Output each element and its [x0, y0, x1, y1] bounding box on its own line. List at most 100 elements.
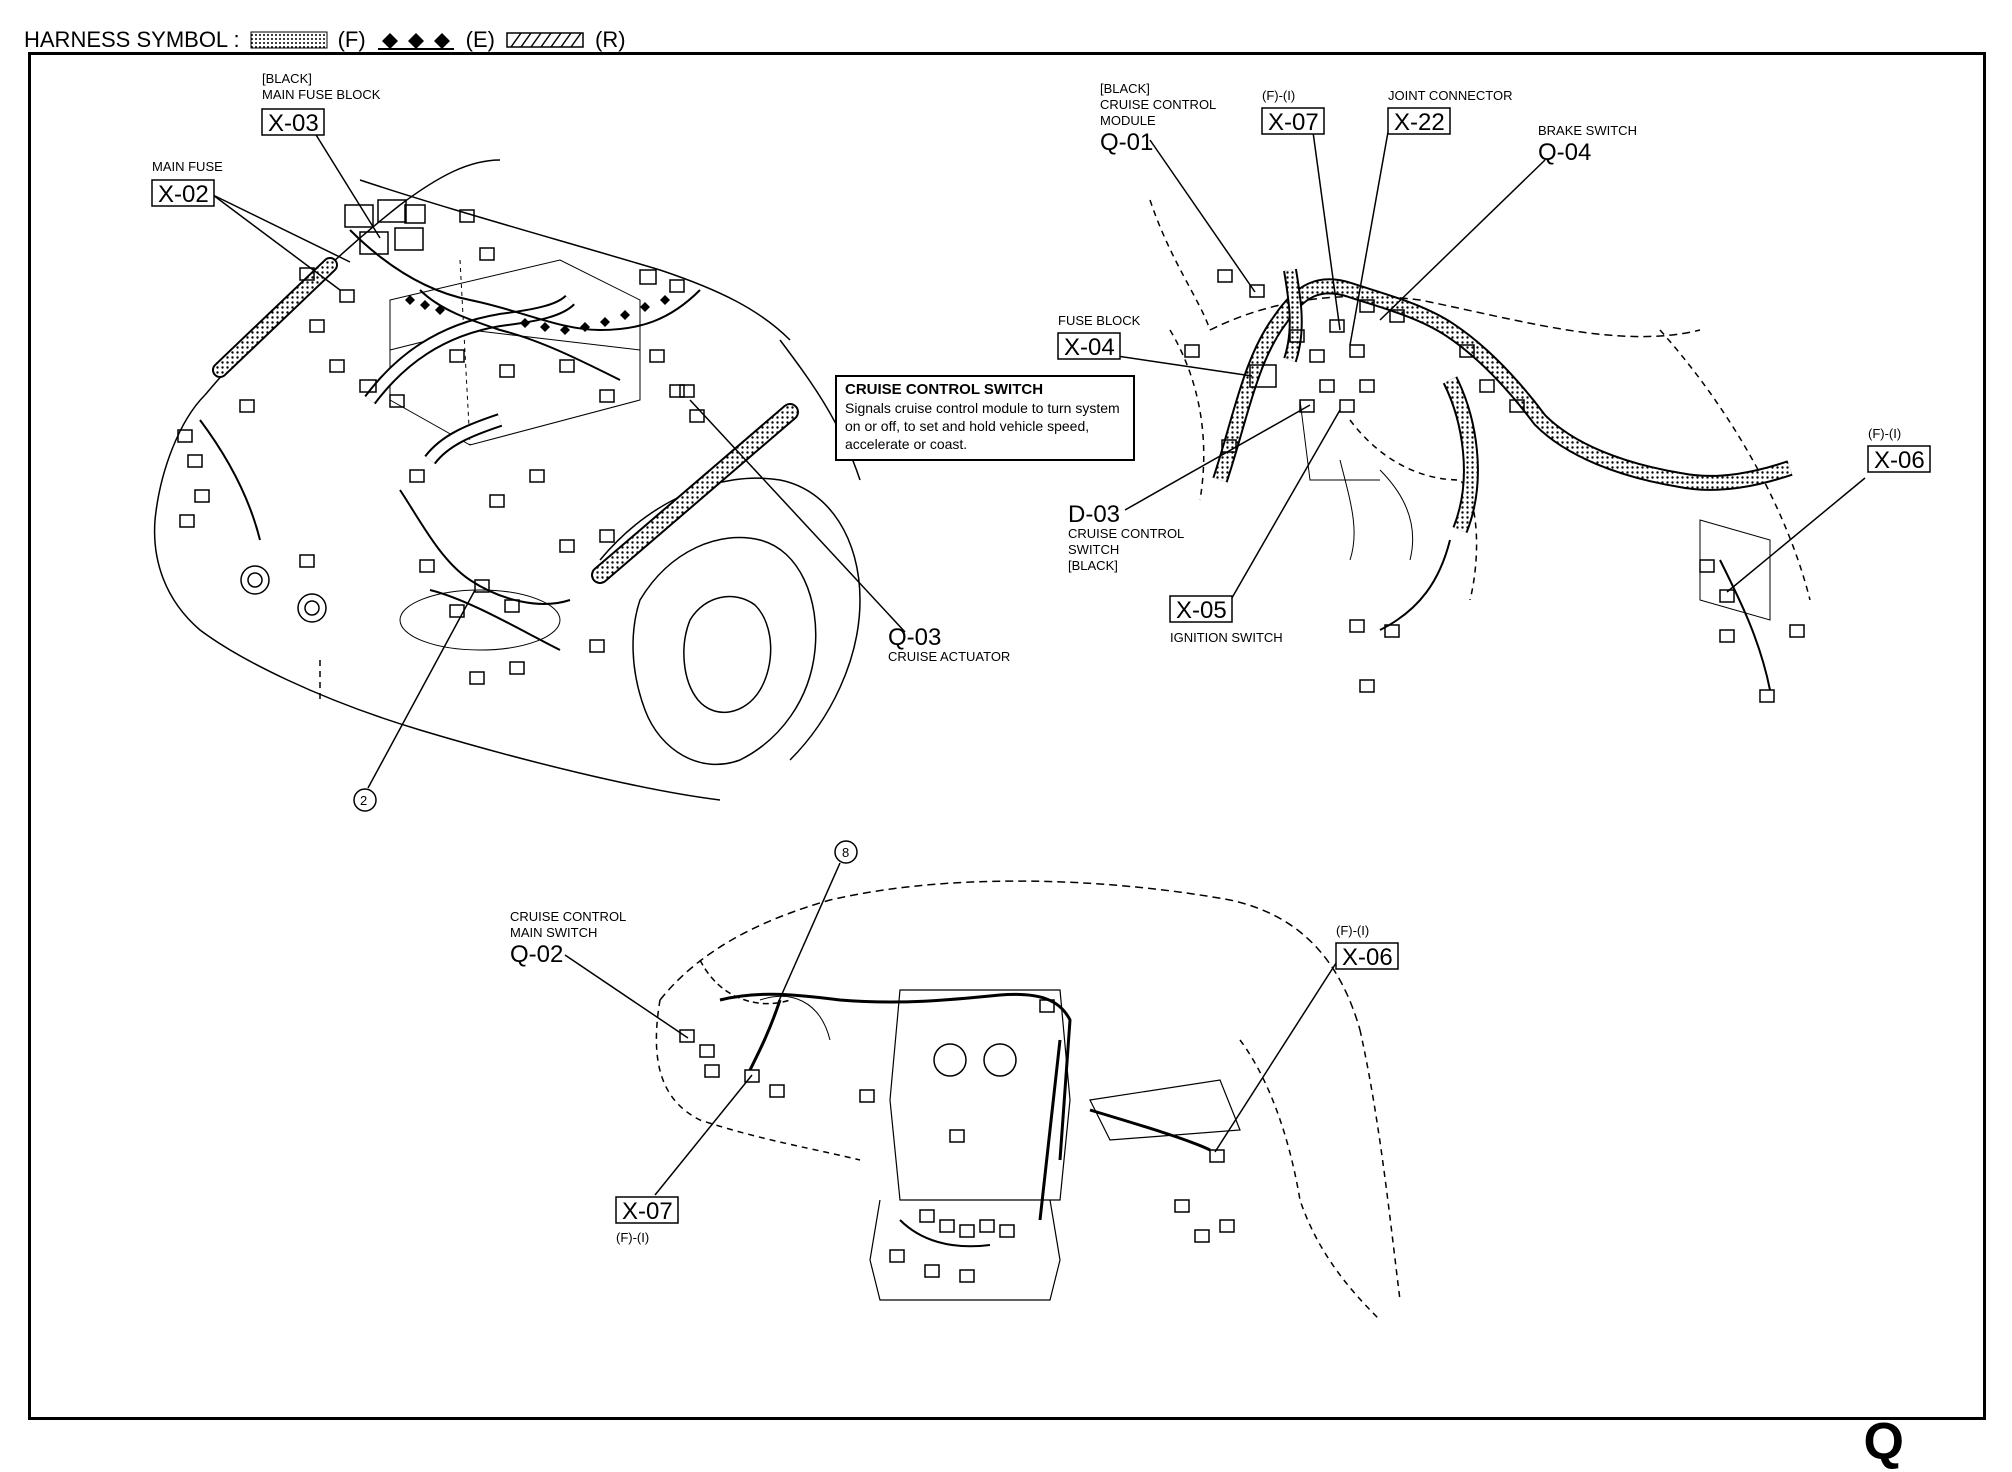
x07-bottom-leader	[654, 1074, 753, 1196]
x06-top-box	[1867, 445, 1931, 473]
q02-name2: MAIN SWITCH	[510, 925, 597, 940]
dash-harness	[1214, 280, 1792, 489]
instrument-panel-view	[564, 862, 1401, 1321]
front-bumper-outline	[153, 394, 721, 801]
front-harness-lower	[429, 589, 561, 651]
glovebox-lid	[1089, 1079, 1241, 1141]
e-harness-diamonds	[405, 295, 670, 335]
front-harness-right	[399, 489, 571, 605]
harness-symbol-legend: HARNESS SYMBOL : (F) (E) (R)	[24, 24, 626, 56]
q04-leader	[1379, 159, 1546, 321]
interior-view-labels: [BLACK] CRUISE CONTROL MODULE Q-01 (F)-(…	[1057, 81, 1931, 645]
x22-leader	[1349, 131, 1389, 346]
x06-bottom-code: X-06	[1342, 944, 1393, 971]
d03-code: D-03	[1068, 501, 1120, 528]
console-line	[1349, 419, 1478, 601]
x05-leader	[1224, 409, 1341, 611]
legend-code-e: (E)	[465, 27, 495, 52]
q02-name1: CRUISE CONTROL	[510, 909, 626, 924]
d03-note: [BLACK]	[1068, 558, 1118, 573]
x02-name: MAIN FUSE	[152, 159, 223, 174]
vent-left	[933, 1043, 967, 1077]
dash-connectors	[1184, 269, 1805, 703]
floor-harness	[1444, 377, 1477, 533]
console-outline	[869, 1199, 1061, 1301]
side-panel-right	[1699, 519, 1771, 621]
dotted-harness-symbol-icon	[250, 31, 328, 49]
x06-top-note: (F)-(I)	[1868, 426, 1901, 441]
panel-view-labels: 8 CRUISE CONTROL MAIN SWITCH Q-02 (F)-(I…	[510, 840, 1399, 1245]
ground-8-icon	[834, 840, 858, 864]
pedal-detail-a	[1379, 469, 1414, 561]
x04-leader	[1109, 354, 1253, 377]
d03-name2: SWITCH	[1068, 542, 1119, 557]
front-harness-left	[199, 419, 261, 541]
panel-connectors	[679, 999, 1235, 1283]
panel-harness-main	[719, 992, 1072, 1161]
headlight-right	[297, 593, 327, 623]
q02-code: Q-02	[510, 941, 563, 968]
engine-view-labels: [BLACK] MAIN FUSE BLOCK X-03 MAIN FUSE X…	[151, 71, 1010, 812]
q01-code: Q-01	[1100, 129, 1153, 156]
vent-right	[983, 1043, 1017, 1077]
x07-top-note: (F)-(I)	[1262, 88, 1295, 103]
x07-top-box	[1261, 107, 1325, 135]
x04-code: X-04	[1064, 334, 1115, 361]
dash-outline-right	[1359, 1029, 1401, 1301]
front-wheel	[632, 536, 817, 766]
hatched-harness-symbol-icon	[506, 32, 584, 48]
x22-code: X-22	[1394, 109, 1445, 136]
harness-tube-right	[593, 405, 797, 582]
q04-name: BRAKE SWITCH	[1538, 123, 1637, 138]
engine-highlight-ellipse	[399, 589, 561, 651]
harness-tube-left	[214, 259, 336, 376]
x04-name: FUSE BLOCK	[1058, 313, 1141, 328]
a-pillar-left	[1149, 199, 1211, 331]
x22-box	[1387, 107, 1451, 135]
front-wheel-arch	[599, 477, 861, 761]
dash-outline-left	[655, 999, 861, 1161]
center-stack	[889, 989, 1071, 1201]
intake-tube	[366, 296, 574, 404]
legend-code-r: (R)	[595, 27, 626, 52]
x07-top-leader	[1312, 131, 1341, 331]
intake-tube-lower	[426, 415, 502, 464]
dash-left-lower	[1169, 329, 1205, 501]
x06-bottom-leader	[1214, 959, 1339, 1153]
cruise-control-switch-callout: CRUISE CONTROL SWITCH Signals cruise con…	[835, 375, 1135, 461]
ground-2-leader	[367, 589, 476, 789]
ground-2-number: 2	[360, 793, 367, 808]
ground-8-leader	[777, 862, 841, 1004]
dash-outline-top	[659, 880, 1361, 1031]
q01-leader	[1149, 139, 1256, 293]
x02-box	[151, 179, 215, 207]
q01-note: [BLACK]	[1100, 81, 1150, 96]
x07-bottom-note: (F)-(I)	[616, 1230, 649, 1245]
x02-leader-a	[212, 194, 351, 263]
headlight-left	[240, 565, 270, 595]
pedal-detail-b	[1339, 459, 1355, 561]
section-letter: Q	[1863, 1413, 1904, 1471]
panel-harness-right	[1089, 1108, 1211, 1152]
q03-code: Q-03	[888, 624, 941, 651]
cluster-hood	[699, 959, 791, 1005]
dash-top-line	[1209, 295, 1701, 338]
x07-top-code: X-07	[1268, 109, 1319, 136]
q01-name1: CRUISE CONTROL	[1100, 97, 1216, 112]
floor-branch	[1379, 539, 1451, 631]
headlight-right-inner	[304, 600, 320, 616]
column-harness	[1285, 269, 1301, 362]
hood-rear-edge	[359, 179, 791, 341]
legend-label: HARNESS SYMBOL :	[24, 27, 240, 52]
x07-bottom-code: X-07	[622, 1198, 673, 1225]
q03-name: CRUISE ACTUATOR	[888, 649, 1010, 664]
panel-harness-center	[1038, 1039, 1062, 1221]
column-detail	[1299, 399, 1380, 481]
d03-leader	[1124, 404, 1311, 511]
interior-view	[1109, 131, 1866, 703]
engine-harness-main	[349, 229, 701, 332]
x03-leader	[312, 129, 381, 239]
engine-centerline	[459, 259, 471, 446]
headlight-left-inner	[247, 572, 263, 588]
engine-harness-branch	[419, 289, 621, 381]
